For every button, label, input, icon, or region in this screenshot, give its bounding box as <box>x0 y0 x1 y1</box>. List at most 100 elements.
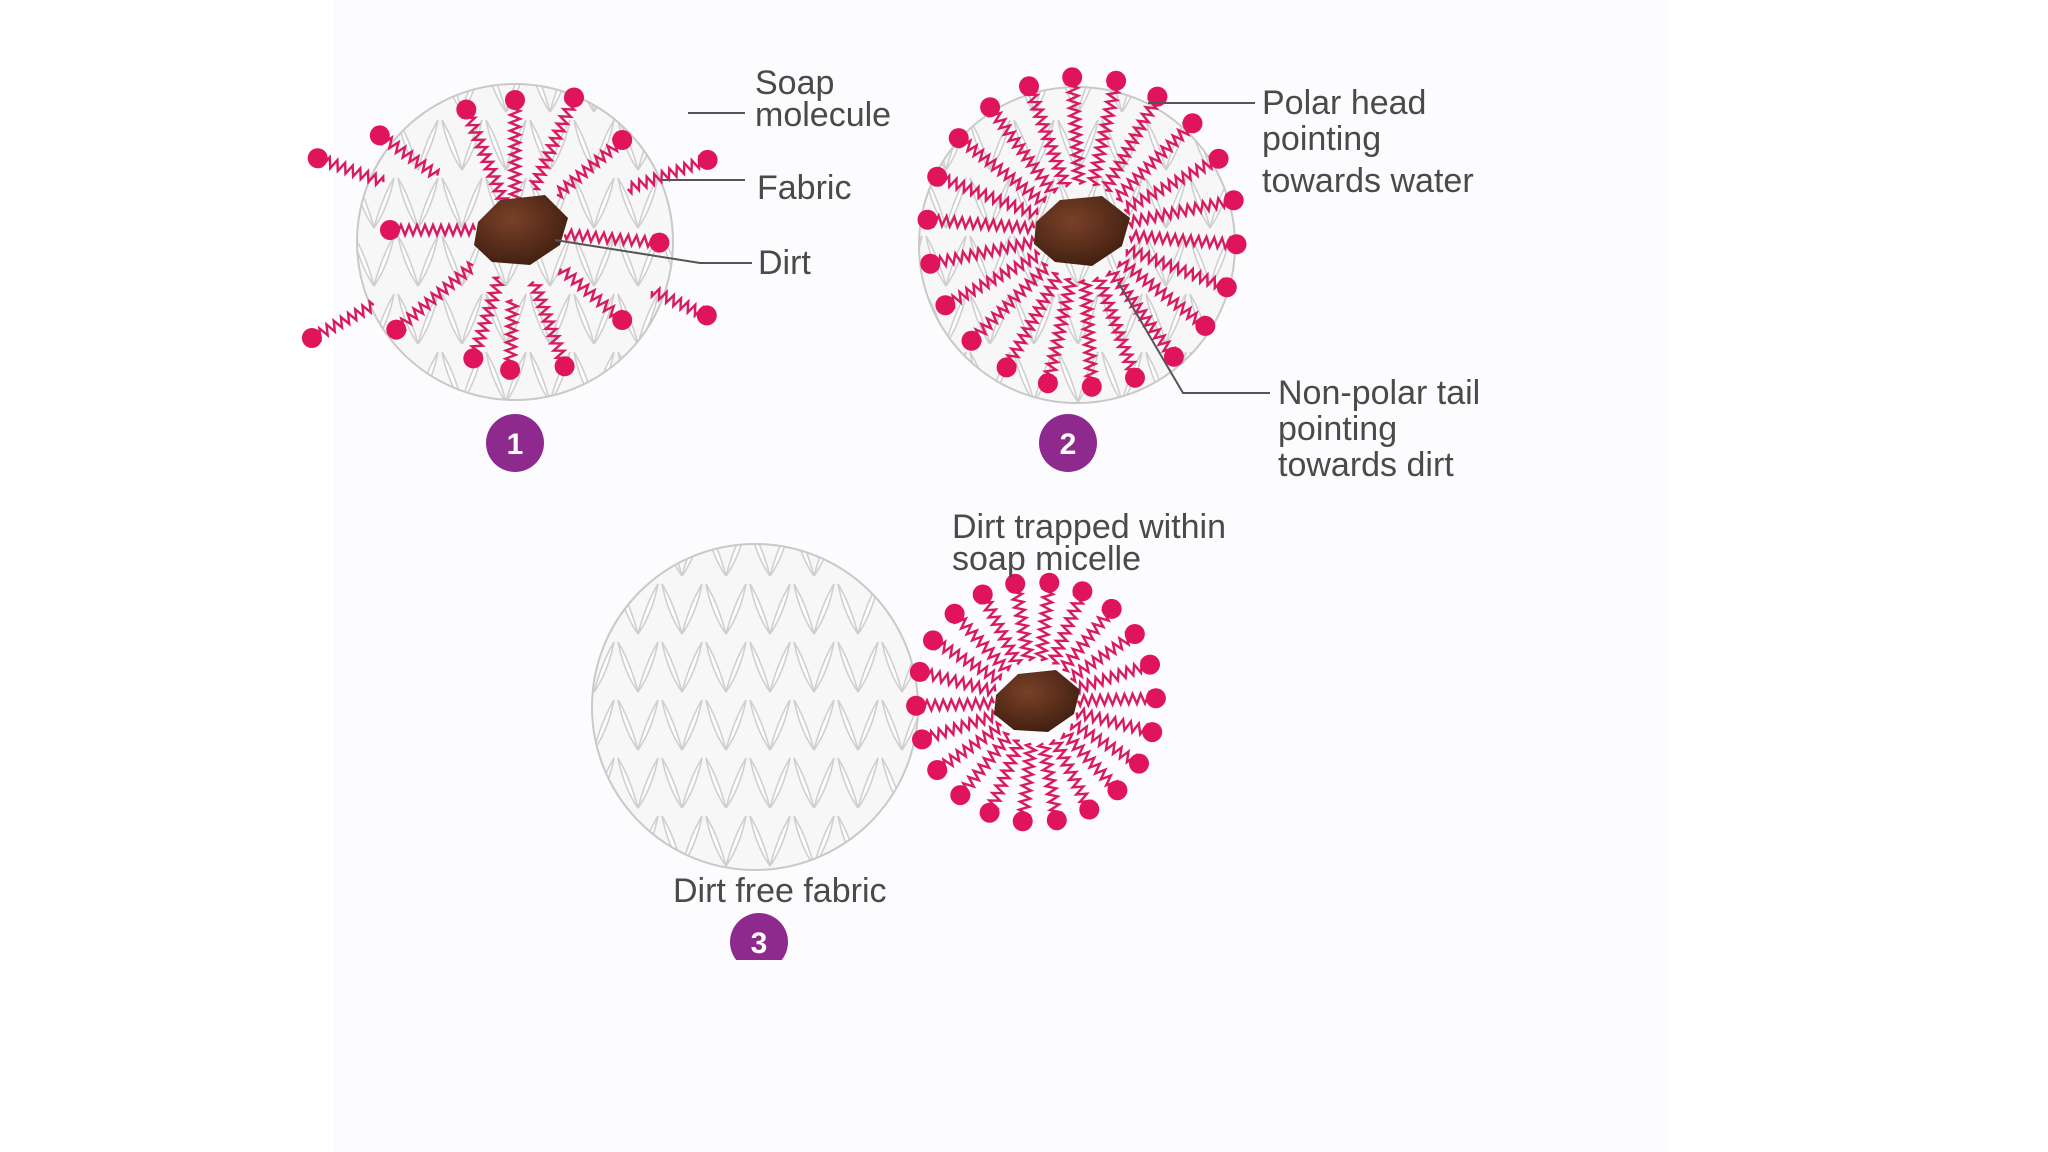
dirt-particle-1 <box>474 195 568 265</box>
polar-head <box>948 128 969 149</box>
polar-head <box>972 584 993 605</box>
polar-head <box>1107 780 1128 801</box>
nonpolar-tail <box>1015 742 1039 818</box>
nonpolar-tail <box>1127 193 1230 230</box>
nonpolar-tail <box>1023 90 1073 188</box>
nonpolar-tail <box>1074 659 1147 696</box>
nonpolar-tail <box>940 720 1003 773</box>
dirt-particle-2 <box>1034 196 1130 266</box>
nonpolar-tail <box>1048 738 1094 806</box>
polar-head <box>1101 598 1122 619</box>
step-badge-3: 3 <box>730 913 788 971</box>
nonpolar-tail <box>973 261 1050 342</box>
polar-head <box>1125 367 1145 388</box>
polar-head <box>917 209 938 230</box>
polar-head <box>1062 67 1083 88</box>
nonpolar-tail <box>960 730 1013 795</box>
polar-head <box>980 97 1001 118</box>
polar-head <box>1012 811 1033 832</box>
polar-head <box>612 310 633 330</box>
polar-head <box>1039 572 1060 593</box>
nonpolar-tail <box>506 103 524 202</box>
polar-head <box>1182 113 1203 134</box>
svg-text:1: 1 <box>507 428 524 461</box>
nonpolar-tail <box>468 276 506 355</box>
polar-head <box>307 148 328 169</box>
nonpolar-tail <box>315 298 375 342</box>
polar-head <box>979 802 1000 823</box>
nonpolar-tail <box>1059 731 1119 788</box>
polar-head <box>1005 573 1026 594</box>
soap-molecules-3 <box>906 572 1166 832</box>
polar-head <box>1046 810 1067 831</box>
polar-head <box>1216 277 1237 298</box>
nonpolar-tail <box>923 666 997 698</box>
label-dirt: Dirt <box>758 244 811 282</box>
nonpolar-tail <box>1069 631 1132 684</box>
nonpolar-tail <box>1125 243 1224 292</box>
nonpolar-tail <box>1085 84 1122 187</box>
polar-head <box>1145 688 1166 709</box>
nonpolar-tail <box>1047 594 1086 665</box>
polar-head <box>1163 346 1184 367</box>
nonpolar-tail <box>953 616 1013 673</box>
polar-head <box>920 253 941 274</box>
label-nonpolar-tail: Non-polar tail pointing towards dirt <box>1278 374 1490 484</box>
svg-text:2: 2 <box>1060 428 1077 461</box>
nonpolar-tail <box>986 739 1025 810</box>
nonpolar-tail <box>940 172 1039 221</box>
nonpolar-tail <box>1033 586 1057 662</box>
polar-head <box>923 630 943 651</box>
nonpolar-tail <box>1069 719 1138 765</box>
nonpolar-tail <box>1035 742 1064 817</box>
nonpolar-tail <box>925 708 998 745</box>
polar-head <box>1037 373 1058 394</box>
nonpolar-tail <box>919 695 996 714</box>
label-dirt-free-fabric: Dirt free fabric <box>673 872 887 910</box>
svg-text:3: 3 <box>751 927 768 960</box>
soap-molecules-1 <box>301 87 718 380</box>
nonpolar-tail <box>987 110 1060 194</box>
nonpolar-tail <box>1100 98 1160 193</box>
nonpolar-tail <box>1076 690 1153 709</box>
nonpolar-tail <box>393 221 477 239</box>
nonpolar-tail <box>1064 81 1088 186</box>
polar-head <box>1226 234 1247 255</box>
polar-head <box>927 166 948 187</box>
polar-head <box>500 359 521 380</box>
nonpolar-tail <box>1059 609 1112 674</box>
polar-head <box>1129 753 1149 774</box>
nonpolar-tail <box>934 639 1003 685</box>
polar-head <box>912 729 932 750</box>
nonpolar-tail <box>1128 228 1233 252</box>
nonpolar-tail <box>931 212 1036 236</box>
nonpolar-tail <box>650 285 704 319</box>
leader-dirt <box>554 239 752 264</box>
polar-head <box>1147 86 1168 107</box>
nonpolar-tail <box>1114 122 1191 203</box>
polar-head <box>301 328 322 348</box>
polar-head <box>1140 654 1160 675</box>
label-soap-molecule: Soap molecule <box>755 64 891 134</box>
fabric-circle-3 <box>591 543 919 871</box>
polar-head <box>386 319 407 340</box>
nonpolar-tail <box>557 266 622 319</box>
polar-head <box>1208 148 1229 169</box>
polar-head <box>463 348 484 369</box>
nonpolar-tail <box>626 154 704 197</box>
nonpolar-tail <box>949 248 1041 310</box>
polar-head <box>649 232 670 253</box>
soap-molecules-2 <box>917 67 1247 397</box>
polar-head <box>909 661 930 682</box>
polar-head <box>612 130 633 150</box>
polar-head <box>456 99 477 120</box>
polar-head <box>369 125 390 146</box>
step-badge-1: 1 <box>486 414 544 472</box>
polar-head <box>935 295 956 316</box>
polar-head <box>1072 581 1093 602</box>
polar-head <box>927 760 948 780</box>
nonpolar-tail <box>502 298 521 367</box>
label-dirt-trapped: Dirt trapped within soap micelle <box>952 508 1235 578</box>
dirt-particle-3 <box>994 670 1080 732</box>
